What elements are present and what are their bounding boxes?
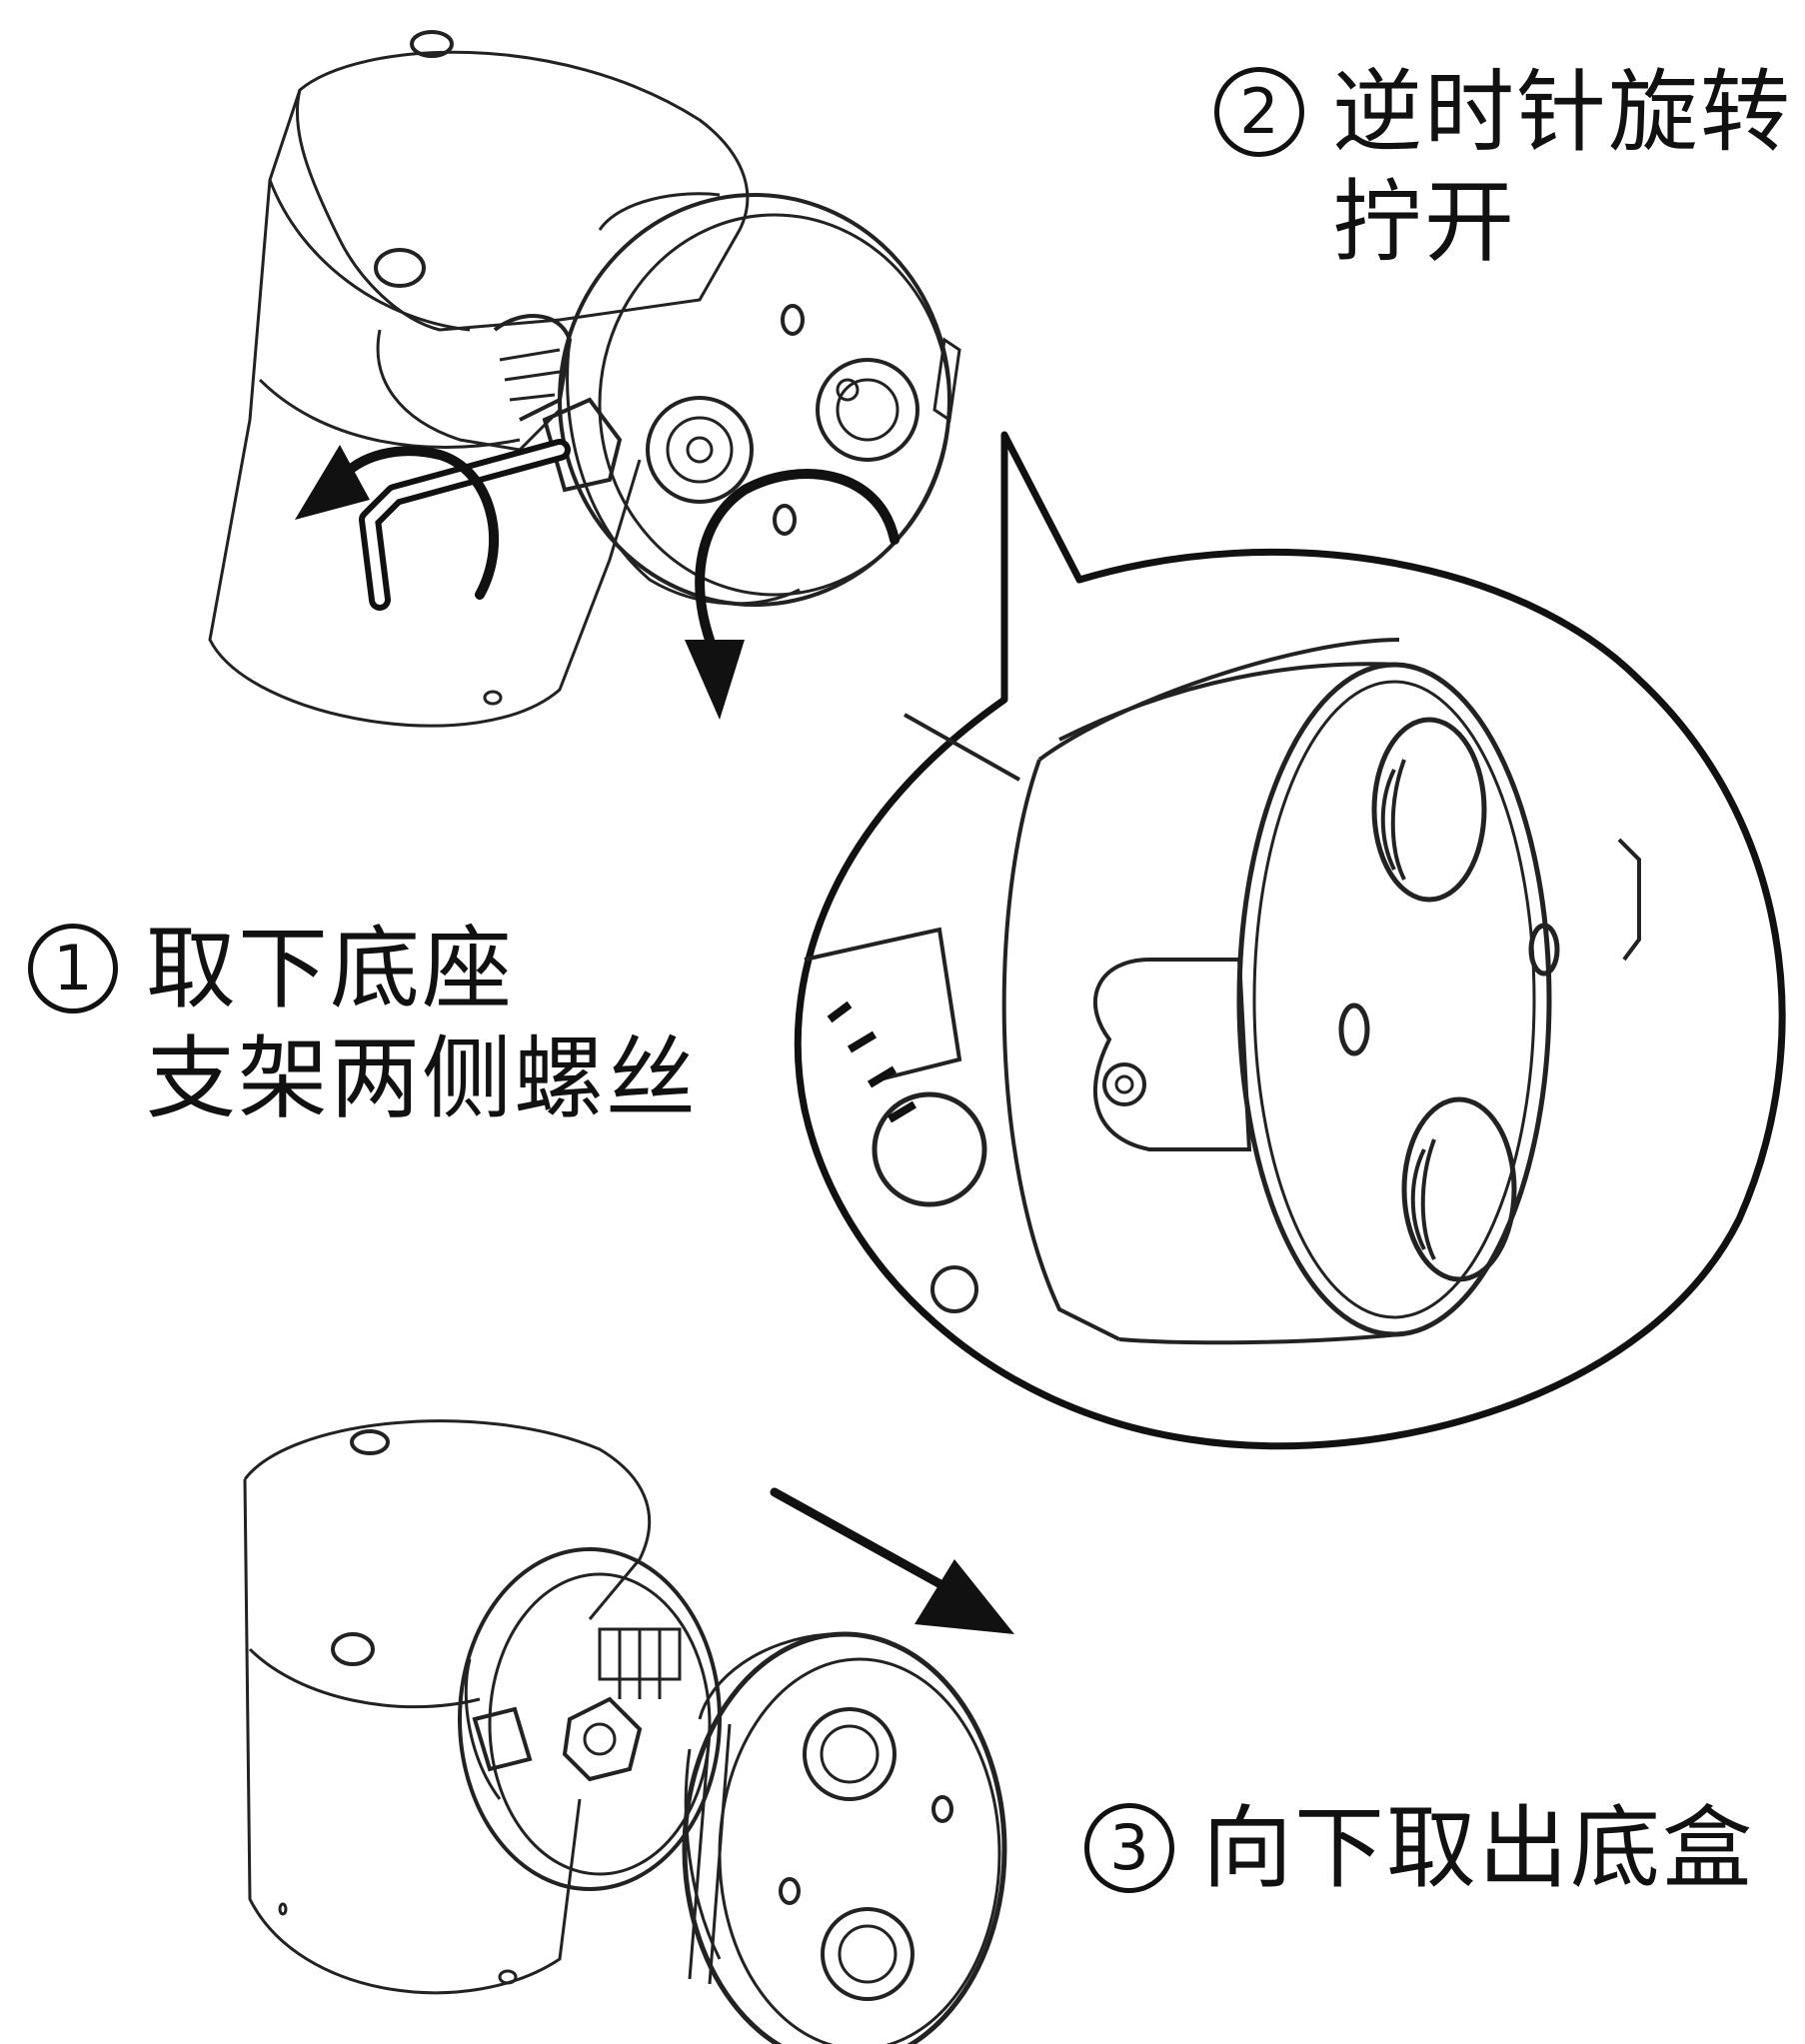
step-2-number: 2 (1214, 67, 1304, 158)
step-2-label: 2 逆时针旋转 拧开 (1214, 58, 1792, 278)
rotate-arrow-disc (685, 469, 900, 720)
step-3-label: 3 向下取出底盒 (1084, 1794, 1754, 1904)
pull-arrow (770, 1487, 1014, 1634)
step-1-label: 1 取下底座 支架两侧螺丝 (28, 915, 698, 1134)
camera-bottom (243, 1419, 1007, 2044)
step-3-number: 3 (1084, 1803, 1174, 1894)
rotate-arrow-left (295, 445, 499, 600)
hex-key (359, 439, 571, 611)
camera-top (208, 30, 961, 728)
zoom-detail (804, 638, 1641, 1345)
step-2-text-line2: 拧开 (1332, 170, 1516, 275)
zoom-callout (794, 431, 1786, 1450)
step-1-number: 1 (28, 924, 118, 1015)
step-1-text-line2: 支架两侧螺丝 (146, 1026, 698, 1131)
step-1-text-line1: 取下底座 (146, 917, 514, 1022)
step-2-text-line1: 逆时针旋转 (1332, 60, 1792, 165)
step-3-text-line1: 向下取出底盒 (1202, 1796, 1754, 1901)
